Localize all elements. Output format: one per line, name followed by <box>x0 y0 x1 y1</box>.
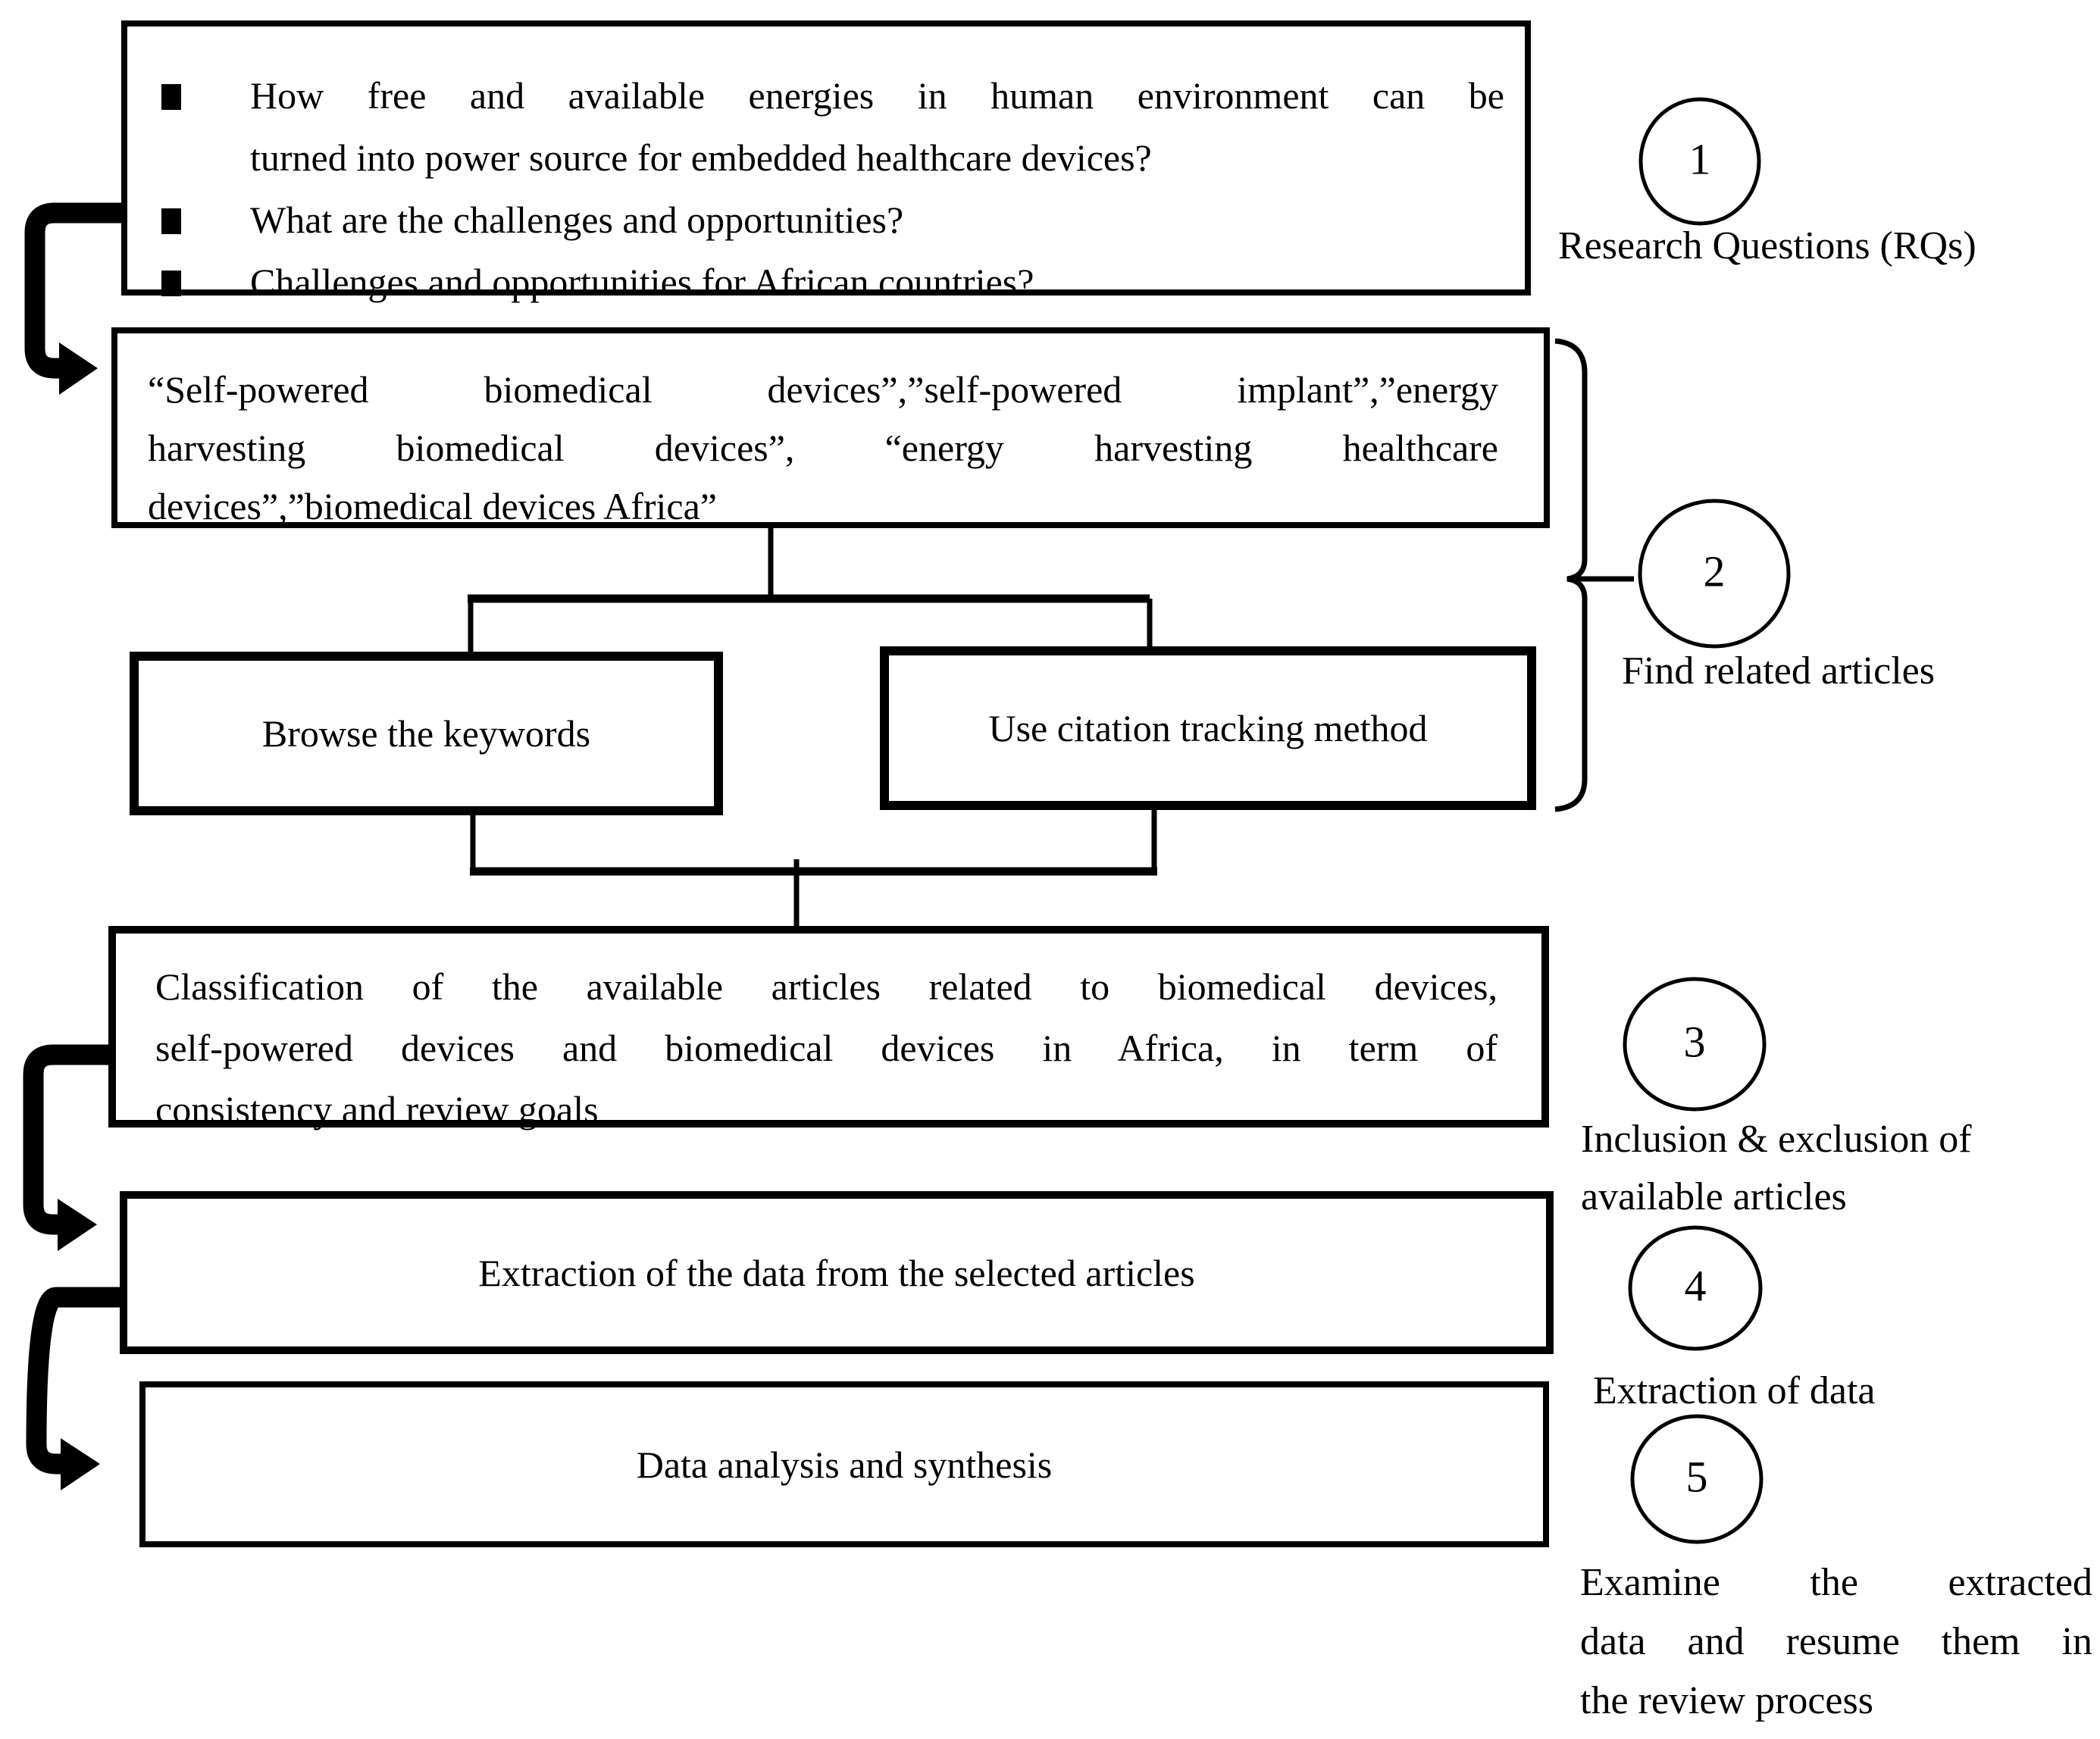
rq-item-line: turned into power source for embedded he… <box>250 136 1152 179</box>
rq-item-line: How free and available energies in human… <box>250 74 1504 117</box>
rq-item: How free and available energies in human… <box>161 64 1504 189</box>
step3-label-line: available articles <box>1581 1175 1847 1218</box>
step2-label: Find related articles <box>1622 649 1935 693</box>
step1-number: 1 <box>1688 134 1711 184</box>
search-keywords-box: “Self-powered biomedical devices”,”self-… <box>111 327 1550 528</box>
research-questions-box: How free and available energies in human… <box>121 20 1531 303</box>
rq-item: Challenges and opportunities for African… <box>161 251 1504 313</box>
keywords-line: devices”,”biomedical devices Africa” <box>148 485 718 527</box>
step5-label-line: data and resume them in <box>1580 1620 2092 1663</box>
step4-circle <box>1628 1225 1763 1351</box>
bullet-square-icon <box>161 84 181 110</box>
rq-item-line: What are the challenges and opportunitie… <box>250 199 904 241</box>
classification-box: Classification of the available articles… <box>108 926 1549 1131</box>
step4-number: 4 <box>1684 1261 1707 1311</box>
extraction-box: Extraction of the data from the selected… <box>120 1191 1554 1354</box>
loop-arrow-icon-bottom <box>26 1287 120 1490</box>
loop-arrow-icon-top <box>24 202 121 395</box>
rq-item-line: Challenges and opportunities for African… <box>250 261 1034 303</box>
step3-number: 3 <box>1683 1017 1706 1067</box>
step2-circle <box>1638 499 1791 649</box>
bullet-square-icon <box>161 271 181 296</box>
connector-lines <box>468 528 1157 929</box>
citation-tracking-label: Use citation tracking method <box>988 707 1428 749</box>
step2-number: 2 <box>1703 546 1726 596</box>
step1-circle <box>1638 97 1761 226</box>
classification-line: consistency and review goals <box>155 1088 599 1131</box>
step5-number: 5 <box>1685 1452 1708 1502</box>
step3-circle <box>1623 977 1767 1112</box>
step3-label: Inclusion & exclusion of available artic… <box>1581 1111 1972 1226</box>
classification-line: Classification of the available articles… <box>155 965 1498 1008</box>
step2-brace-icon <box>1554 338 1634 812</box>
browse-keywords-box: Browse the keywords <box>130 652 723 815</box>
step5-label: Examine the extracted data and resume th… <box>1580 1553 2092 1731</box>
bullet-square-icon <box>161 208 181 234</box>
step1-label: Research Questions (RQs) <box>1558 224 1976 267</box>
step5-circle <box>1630 1414 1764 1544</box>
loop-arrow-icon-middle <box>23 1044 121 1251</box>
step3-label-line: Inclusion & exclusion of <box>1581 1118 1972 1161</box>
classification-line: self-powered devices and biomedical devi… <box>155 1027 1498 1069</box>
keywords-line: harvesting biomedical devices”, “energy … <box>148 427 1498 469</box>
step-circles <box>1623 97 1791 1544</box>
step5-label-line: the review process <box>1580 1679 1873 1722</box>
step4-label: Extraction of data <box>1593 1369 1876 1412</box>
data-analysis-label: Data analysis and synthesis <box>636 1443 1053 1486</box>
keywords-line: “Self-powered biomedical devices”,”self-… <box>148 368 1498 411</box>
extraction-label: Extraction of the data from the selected… <box>478 1251 1195 1294</box>
data-analysis-box: Data analysis and synthesis <box>139 1381 1549 1547</box>
rq-item: What are the challenges and opportunitie… <box>161 189 1504 251</box>
step5-label-line: Examine the extracted <box>1580 1561 2092 1604</box>
browse-keywords-label: Browse the keywords <box>261 712 591 755</box>
citation-tracking-box: Use citation tracking method <box>880 646 1536 810</box>
